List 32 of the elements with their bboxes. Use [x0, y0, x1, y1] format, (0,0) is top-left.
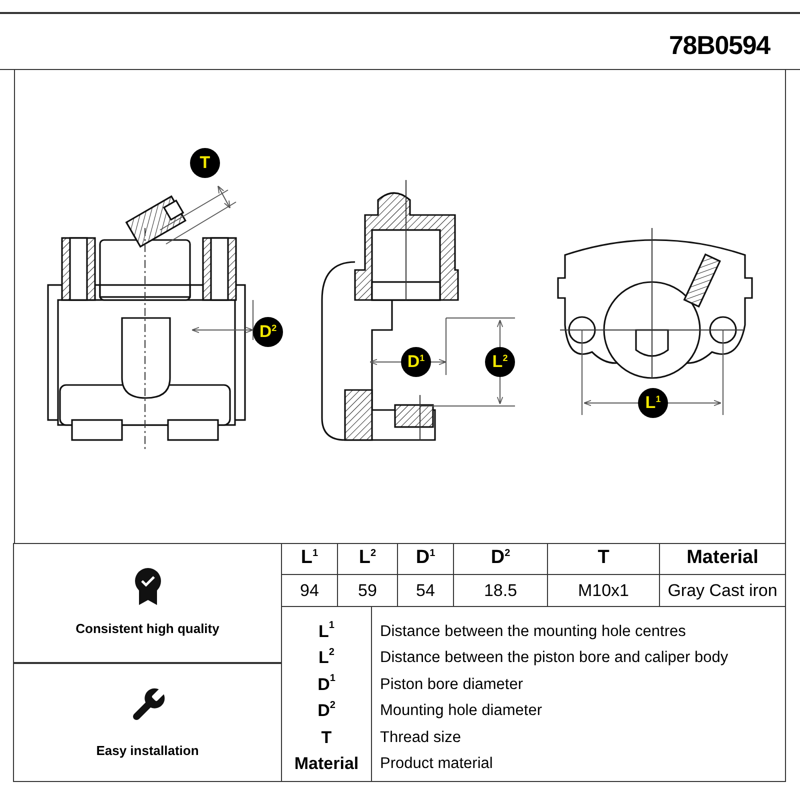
- dimension-callout: L$^{1}$: [638, 388, 668, 418]
- column-header: T: [548, 543, 660, 575]
- column-header: L$^{1}$: [282, 543, 338, 575]
- column-header: L$^{2}$: [338, 543, 398, 575]
- value-cell: 18.5: [454, 575, 548, 607]
- value-cell: Gray Cast iron: [660, 575, 786, 607]
- key-description: Piston bore diameter: [380, 674, 524, 695]
- key-description: Thread size: [380, 728, 462, 748]
- key-description: Product material: [380, 754, 494, 774]
- dimension-callout: D$^{2}$: [253, 317, 283, 347]
- key-symbol: L$^{2}$: [318, 646, 336, 669]
- key-symbol: T: [320, 726, 333, 748]
- key-symbol: D$^{2}$: [316, 698, 336, 722]
- dimension-callout: D$^{1}$: [401, 347, 431, 377]
- key-description: Distance between the mounting hole centres: [380, 622, 687, 642]
- key-symbol: L$^{1}$: [318, 619, 336, 642]
- key-symbol: D$^{1}$: [316, 672, 336, 696]
- part-number: 78B0594: [669, 29, 770, 62]
- feature-text: Easy installation: [96, 742, 199, 760]
- value-cell: M10x1: [548, 575, 660, 607]
- key-symbol: Material: [293, 753, 360, 775]
- key-description: Distance between the piston bore and caliper body: [380, 648, 730, 668]
- dimension-callout: T: [190, 148, 220, 178]
- key-description: Mounting hole diameter: [380, 701, 543, 722]
- value-cell: 59: [338, 575, 398, 607]
- value-cell: 94: [282, 575, 338, 607]
- column-header: Material: [660, 543, 786, 575]
- column-header: D$^{1}$: [398, 543, 454, 575]
- value-cell: 54: [398, 575, 454, 607]
- dimension-callout: L$^{2}$: [485, 347, 515, 377]
- feature-text: Consistent high quality: [76, 620, 220, 638]
- column-header: D$^{2}$: [454, 543, 548, 575]
